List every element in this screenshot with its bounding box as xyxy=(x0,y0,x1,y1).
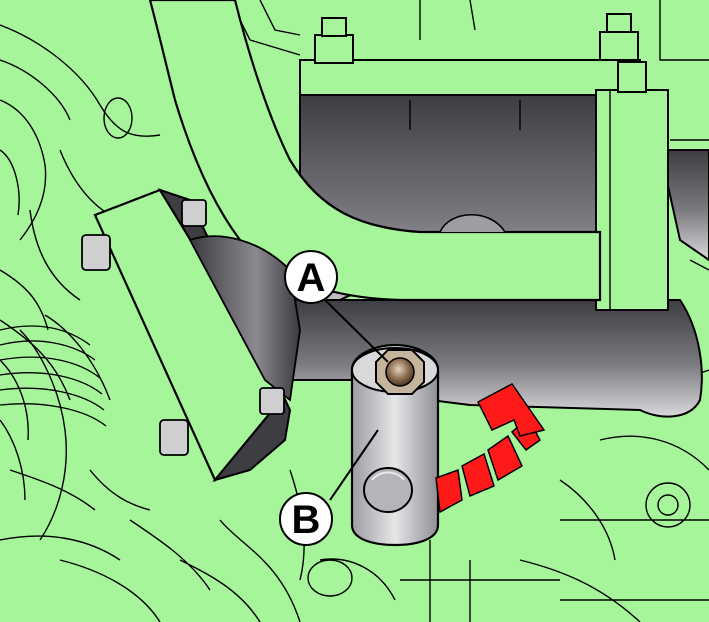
corrugated-hose xyxy=(0,325,107,427)
callout-b-label: B xyxy=(292,498,321,542)
callout-a-leader xyxy=(324,299,389,363)
top-bolts xyxy=(314,13,647,93)
flange-bolts xyxy=(81,199,285,456)
right-bracket xyxy=(595,89,669,311)
flange-neck xyxy=(188,235,301,402)
callout-b-leader xyxy=(329,429,379,501)
callout-a: A xyxy=(284,250,338,304)
manifold-right-outlet xyxy=(658,149,709,262)
rotate-counterclockwise-icon xyxy=(435,383,546,514)
callout-b: B xyxy=(279,492,333,546)
manifold-lower-body xyxy=(258,298,703,418)
manifold-top-flange xyxy=(299,59,641,96)
manifold-bump xyxy=(439,213,506,233)
callout-a-label: A xyxy=(297,256,326,300)
